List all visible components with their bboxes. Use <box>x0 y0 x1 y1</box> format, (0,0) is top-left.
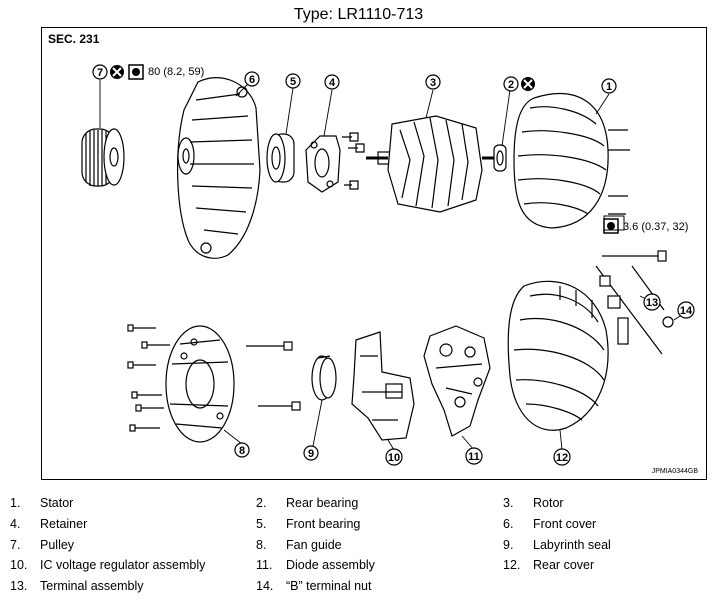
callout-4: 4 <box>324 74 340 90</box>
no-reuse-icon <box>110 65 124 79</box>
page-title: Type: LR1110-713 <box>293 6 424 23</box>
svg-text:2: 2 <box>508 79 514 91</box>
svg-text:7: 7 <box>97 67 103 79</box>
svg-text:5: 5 <box>290 76 296 88</box>
callout-14: 14 <box>677 301 695 319</box>
front-bearing-part <box>266 133 295 183</box>
callout-13: 13 <box>643 293 661 311</box>
front-cover-part <box>177 77 261 259</box>
callout-10: 10 <box>385 448 403 466</box>
svg-text:4: 4 <box>329 77 336 89</box>
callout-6: 6 <box>244 71 260 87</box>
retainer-part <box>305 135 341 193</box>
regulator-screws <box>246 341 301 411</box>
fan-guide-screws <box>127 324 170 432</box>
svg-text:9: 9 <box>308 448 314 460</box>
callout-9: 9 <box>303 445 319 461</box>
svg-text:14: 14 <box>680 305 693 317</box>
svg-text:12: 12 <box>556 452 568 464</box>
svg-text:13: 13 <box>646 297 658 309</box>
svg-text:10: 10 <box>388 452 400 464</box>
callout-11: 11 <box>465 447 483 465</box>
stator-part <box>513 93 630 231</box>
svg-text:11: 11 <box>468 451 480 463</box>
pulley-part <box>81 128 125 187</box>
rotor-part <box>366 115 498 213</box>
callout-8: 8 <box>234 442 250 458</box>
exploded-view-drawing: 7 6 5 4 3 2 1 13 14 8 9 10 11 12 <box>81 64 695 466</box>
section-label: SEC. 231 <box>48 32 100 46</box>
callouts: 7 6 5 4 3 2 1 13 14 8 9 10 11 12 <box>92 64 695 466</box>
torque-wrench-icon <box>128 64 144 80</box>
svg-text:1: 1 <box>606 81 612 93</box>
diode-assembly-part <box>423 325 491 437</box>
retainer-screws <box>342 132 365 190</box>
torque-wrench-icon <box>603 218 619 234</box>
ic-regulator-part <box>351 331 415 441</box>
svg-text:6: 6 <box>249 74 255 86</box>
no-reuse-icon <box>521 77 535 91</box>
torque-symbols <box>110 64 619 234</box>
diagram-frame: SEC. 231 JPMIA0344GB <box>41 27 707 480</box>
svg-text:3: 3 <box>430 77 436 89</box>
rear-bearing-part <box>493 144 507 172</box>
callout-2: 2 <box>503 76 519 92</box>
figure-code: JPMIA0344GB <box>651 468 698 475</box>
svg-text:8: 8 <box>239 445 245 457</box>
through-bolt <box>602 250 667 262</box>
callout-3: 3 <box>425 74 441 90</box>
labyrinth-seal-part <box>311 355 337 401</box>
callout-1: 1 <box>601 78 617 94</box>
rear-cover-part <box>507 280 609 431</box>
callout-5: 5 <box>285 73 301 89</box>
fan-guide-part <box>165 325 235 443</box>
callout-7: 7 <box>92 64 108 80</box>
bolt-torque-value: 3.6 (0.37, 32) <box>623 221 689 233</box>
pulley-torque-value: 80 (8.2, 59) <box>148 66 205 78</box>
callout-12: 12 <box>553 448 571 466</box>
parts-legend: 1.Stator 2.Rear bearing 3.Rotor 4.Retain… <box>10 496 611 593</box>
